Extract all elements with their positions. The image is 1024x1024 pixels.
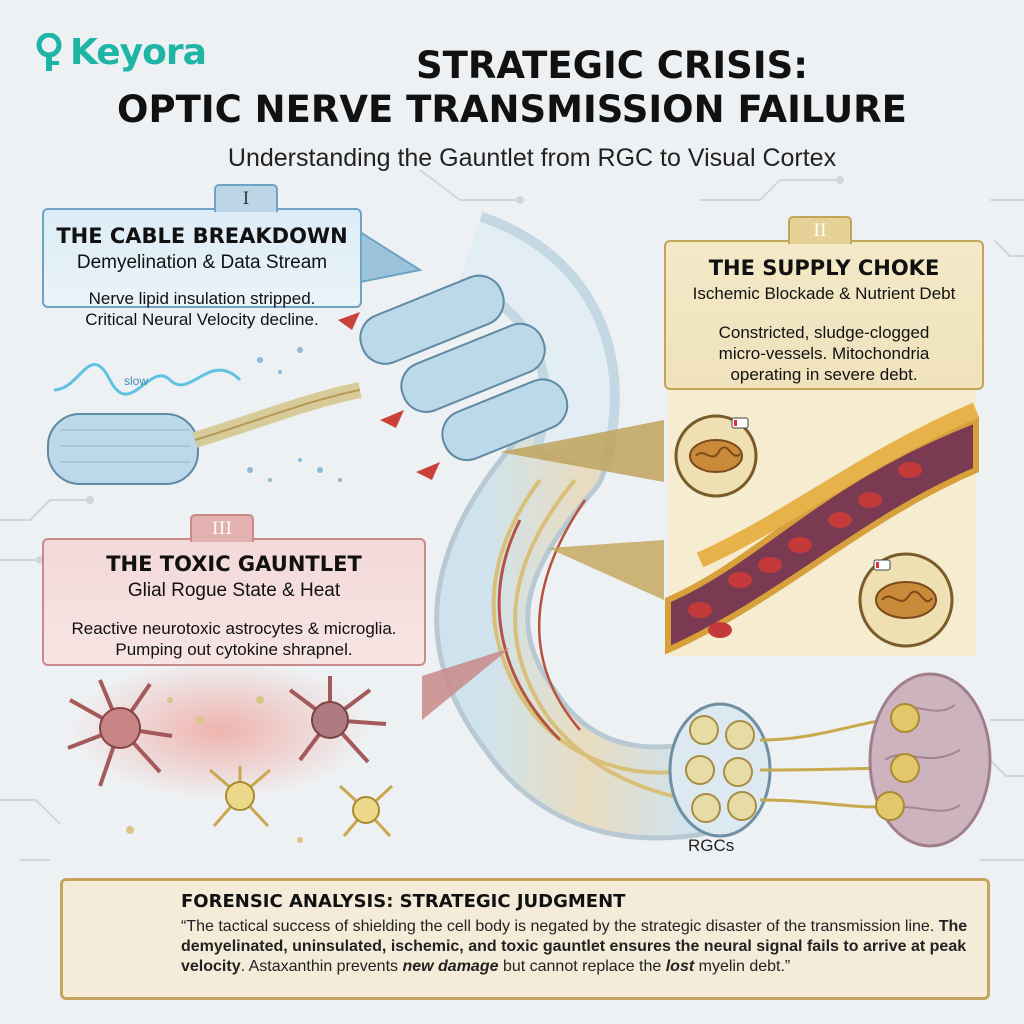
panel-numeral: III [190, 514, 254, 542]
demyelinated-cables [47, 274, 569, 485]
forensic-analysis-box: FORENSIC ANALYSIS: STRATEGIC JUDGMENT “T… [60, 878, 990, 1000]
optic-nerve-bundle [434, 212, 738, 841]
vessel-illustration [665, 386, 980, 656]
key-icon [36, 32, 62, 71]
panel-subtitle: Ischemic Blockade & Nutrient Debt [692, 284, 956, 303]
quote-emphasis-lost: lost [665, 958, 695, 975]
quote-emphasis: The demyelinated, uninsulated, ischemic,… [181, 918, 968, 975]
glial-cells [67, 660, 394, 843]
panel-body-line: Nerve lipid insulation stripped. [88, 289, 316, 308]
panel-body-line: operating in severe debt. [730, 365, 918, 384]
panel-numeral: I [214, 184, 278, 212]
page-title-line2: OPTIC NERVE TRANSMISSION FAILURE [117, 88, 907, 131]
rgc-label: RGCs [688, 836, 735, 855]
panel-body-line: micro-vessels. Mitochondria [718, 344, 930, 363]
panel-body: Nerve lipid insulation stripped. Critica… [44, 288, 360, 330]
panel-toxic-gauntlet: III THE TOXIC GAUNTLET Glial Rogue State… [42, 514, 426, 666]
quote-part: . Astaxanthin prevents [240, 958, 403, 975]
circuit-background [0, 169, 1024, 861]
panel-title: THE CABLE BREAKDOWN [56, 224, 348, 248]
panel-subtitle: Demyelination & Data Stream [76, 252, 328, 273]
page-title-line1: STRATEGIC CRISIS: [415, 44, 809, 87]
panel-body: Constricted, sludge-clogged micro-vessel… [666, 322, 982, 385]
panel-body-line: Reactive neurotoxic astrocytes & microgl… [71, 619, 397, 638]
quote-part: “The tactical success of shielding the c… [181, 918, 939, 935]
quote-part: myelin debt.” [694, 958, 791, 975]
signal-label: slow [124, 374, 149, 388]
logo-text: Keyora [70, 32, 207, 73]
panel-numeral: II [788, 216, 852, 244]
panel-title: THE TOXIC GAUNTLET [106, 552, 362, 576]
logo: Keyora [34, 32, 207, 73]
panel-body-line: Constricted, sludge-clogged [718, 323, 930, 342]
quote-emphasis-new: new damage [402, 958, 499, 975]
panel-supply-choke: II THE SUPPLY CHOKE Ischemic Blockade & … [664, 216, 984, 390]
footer-heading: FORENSIC ANALYSIS: STRATEGIC JUDGMENT [181, 891, 626, 912]
panel-body-line: Critical Neural Velocity decline. [85, 310, 319, 329]
panel-subtitle: Glial Rogue State & Heat [127, 580, 341, 601]
page-subtitle: Understanding the Gauntlet from RGC to V… [227, 144, 837, 172]
nerve-cross-section [668, 702, 772, 838]
panel-cable-breakdown: I THE CABLE BREAKDOWN Demyelination & Da… [42, 184, 362, 329]
panel-body-line: Pumping out cytokine shrapnel. [115, 640, 353, 659]
quote-part: but cannot replace the [498, 958, 666, 975]
panel-body: Reactive neurotoxic astrocytes & microgl… [44, 618, 424, 660]
footer-quote: “The tactical success of shielding the c… [181, 917, 971, 977]
panel-title: THE SUPPLY CHOKE [708, 256, 940, 280]
